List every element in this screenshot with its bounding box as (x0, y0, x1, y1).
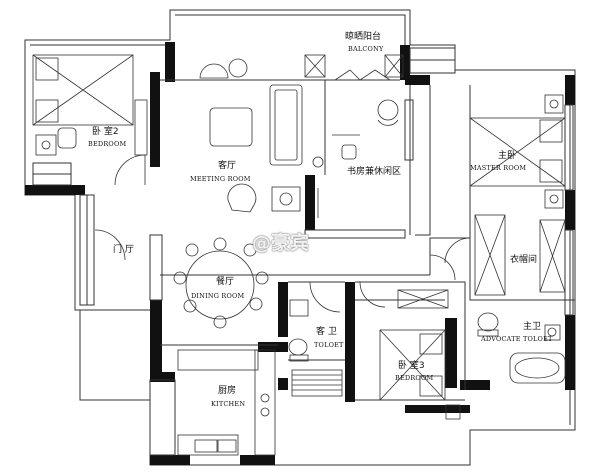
bathtub (509, 352, 566, 384)
wall (278, 282, 288, 337)
guestbath-fixtures (288, 281, 343, 397)
master-bath-label-en: ADVOCATE TOLOET (481, 335, 553, 343)
bed (32, 54, 134, 126)
master-furniture (444, 94, 566, 296)
wall (240, 455, 275, 465)
wall (565, 190, 575, 230)
dining-room-label-en: DINING ROOM (191, 292, 245, 300)
wardrobe (474, 214, 506, 296)
coffee-table (209, 107, 253, 147)
balcony-furniture (199, 54, 404, 81)
armchair (227, 183, 257, 213)
kitchen-label-cn: 厨房 (218, 386, 237, 396)
guest-bath-label-cn: 客 卫 (316, 327, 337, 337)
kitchen-furniture (177, 349, 276, 456)
wall (405, 405, 470, 413)
bed (469, 117, 566, 187)
bed (379, 329, 446, 401)
side-table (271, 186, 301, 212)
kitchen-label-en: KITCHEN (211, 400, 246, 408)
wall (25, 185, 80, 195)
bedroom2-furniture (32, 54, 148, 186)
foyer-label-cn: 门 厅 (113, 245, 134, 255)
bedroom2-label-en: BEDROOM (88, 140, 127, 148)
bedroom3-furniture (359, 281, 461, 420)
bedroom3-label-cn: 卧 室3 (398, 361, 425, 371)
chair (199, 63, 229, 79)
master-room-label-cn: 主卧 (498, 151, 517, 161)
folding-door (334, 69, 391, 81)
wall (150, 455, 190, 465)
guest-bath-label-en: TOLOET (314, 341, 344, 349)
dining-room-label-cn: 餐厅 (216, 277, 235, 287)
wall (305, 175, 315, 230)
wall (278, 378, 288, 390)
wall (258, 342, 288, 352)
master-bath-label-cn: 主卫 (523, 322, 542, 332)
wall (345, 282, 355, 402)
watermark: @豪宾 (252, 232, 310, 254)
bedroom3-label-en: BEDROOM (395, 374, 434, 382)
dining-table (185, 250, 255, 320)
walls (25, 42, 575, 465)
master-room-label-en: MASTER ROOM (470, 164, 527, 172)
dining-furniture (173, 237, 269, 329)
masterbath-fixtures (477, 312, 566, 384)
wall (150, 72, 160, 167)
wall (565, 315, 575, 390)
study-label-cn: 书房兼休闲区 (347, 167, 402, 177)
wall (150, 300, 162, 380)
study-furniture (317, 99, 399, 218)
chair (57, 127, 77, 149)
nightstand (544, 94, 564, 114)
bedroom2-label-cn: 卧 室2 (92, 127, 119, 137)
meeting-room-label-cn: 客厅 (218, 161, 237, 171)
balcony-label-cn: 晾晒阳台 (345, 32, 382, 42)
living-furniture (209, 84, 324, 213)
wall (460, 380, 490, 390)
wall (400, 45, 410, 80)
windows (32, 47, 574, 456)
balcony-label-en: BALCONY (348, 45, 384, 53)
wall (75, 185, 85, 195)
wall (445, 318, 457, 388)
closet-label-cn: 衣帽间 (510, 255, 538, 265)
meeting-room-label-en: MEETING ROOM (190, 175, 251, 183)
wall (150, 372, 175, 382)
wall (405, 75, 430, 85)
chair (377, 99, 399, 121)
wall (565, 75, 575, 105)
wall (165, 42, 175, 82)
nightstand (35, 134, 57, 156)
sofa (269, 84, 303, 166)
